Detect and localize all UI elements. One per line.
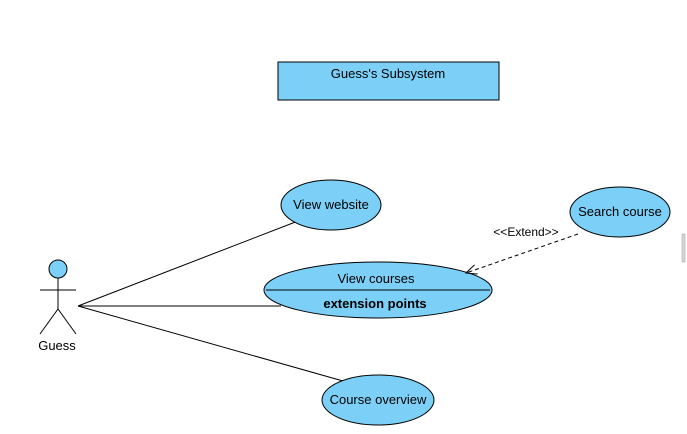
extend-relation-label: <<Extend>>	[493, 225, 558, 239]
actor-name: Guess	[38, 338, 76, 353]
association-course-overview	[77, 305, 344, 382]
use-case-view-courses-label: View courses	[337, 271, 415, 286]
use-case-search-course[interactable]: Search course	[569, 186, 671, 238]
use-case-view-courses[interactable]: View courses extension points	[263, 261, 493, 319]
extension-points-label: extension points	[323, 296, 426, 311]
scroll-handle[interactable]	[681, 233, 686, 263]
actor-figure[interactable]	[39, 259, 77, 335]
use-case-course-overview[interactable]: Course overview	[321, 374, 435, 426]
use-case-view-website-label: View website	[293, 197, 369, 212]
extend-relation-arrow[interactable]	[466, 233, 579, 273]
association-view-website	[77, 220, 299, 307]
actor-head	[48, 259, 68, 279]
use-case-search-course-label: Search course	[578, 204, 662, 219]
subsystem-box[interactable]: Guess's Subsystem	[277, 61, 500, 101]
use-case-course-overview-label: Course overview	[330, 392, 427, 407]
subsystem-title: Guess's Subsystem	[331, 66, 445, 81]
use-case-view-website[interactable]: View website	[280, 179, 382, 231]
